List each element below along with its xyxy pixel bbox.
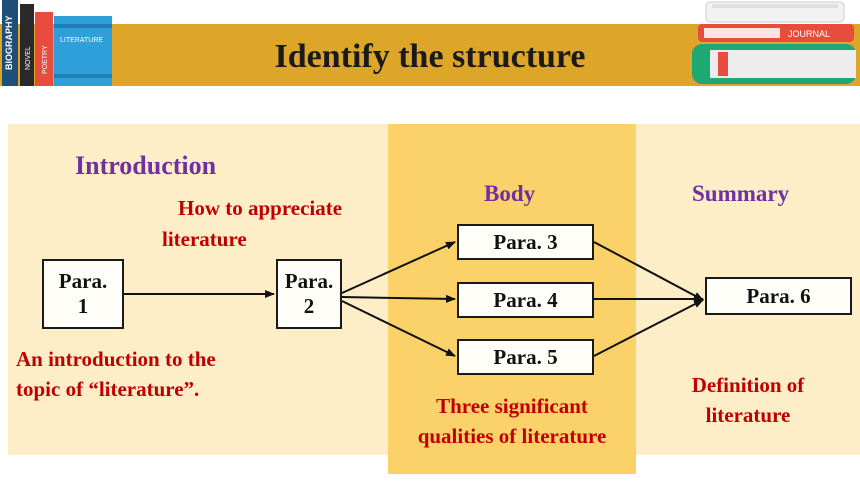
intro-note-line1: An introduction to the bbox=[16, 347, 216, 371]
arrow-para3-to-para6 bbox=[593, 241, 704, 301]
para2-note-line2: literature bbox=[162, 227, 247, 251]
para2-label-line2: 2 bbox=[303, 294, 315, 318]
arrow-para5-to-para6 bbox=[593, 299, 704, 357]
para1-box: Para. 1 bbox=[42, 259, 124, 329]
books-illustration: BIOGRAPHY NOVEL POETRY LITERATURE bbox=[2, 0, 112, 86]
para2-box: Para. 2 bbox=[276, 259, 342, 329]
para1-label-line1: Para. bbox=[58, 269, 108, 293]
introduction-heading: Introduction bbox=[75, 151, 217, 180]
body-note-line2: qualities of literature bbox=[417, 424, 607, 448]
para2-note-line1: How to appreciate bbox=[178, 196, 343, 220]
journal-label: JOURNAL bbox=[788, 29, 830, 39]
arrow-para2-to-para3 bbox=[341, 241, 456, 294]
journal-illustration: JOURNAL bbox=[692, 1, 856, 84]
intro-note-line2: topic of “literature”. bbox=[16, 377, 200, 401]
body-heading: Body bbox=[484, 181, 536, 206]
body-note-line1: Three significant bbox=[436, 394, 588, 418]
page-title: Identify the structure bbox=[274, 38, 586, 75]
para5-box: Para. 5 bbox=[457, 339, 594, 375]
arrow-para2-to-para5 bbox=[341, 300, 456, 357]
para2-label-line1: Para. bbox=[284, 269, 334, 293]
summary-note-line2: literature bbox=[705, 403, 791, 427]
summary-note-line1: Definition of bbox=[691, 373, 805, 397]
summary-heading: Summary bbox=[692, 181, 790, 206]
para4-box: Para. 4 bbox=[457, 282, 594, 318]
book-spine-novel: NOVEL bbox=[25, 46, 32, 70]
para3-box: Para. 3 bbox=[457, 224, 594, 260]
para1-label-line2: 1 bbox=[77, 294, 89, 318]
para6-box: Para. 6 bbox=[705, 277, 852, 315]
book-spine-biography: BIOGRAPHY bbox=[4, 15, 14, 70]
arrow-para2-to-para4 bbox=[341, 294, 456, 303]
book-spine-literature: LITERATURE bbox=[60, 37, 103, 44]
book-spine-poetry: POETRY bbox=[42, 45, 49, 74]
